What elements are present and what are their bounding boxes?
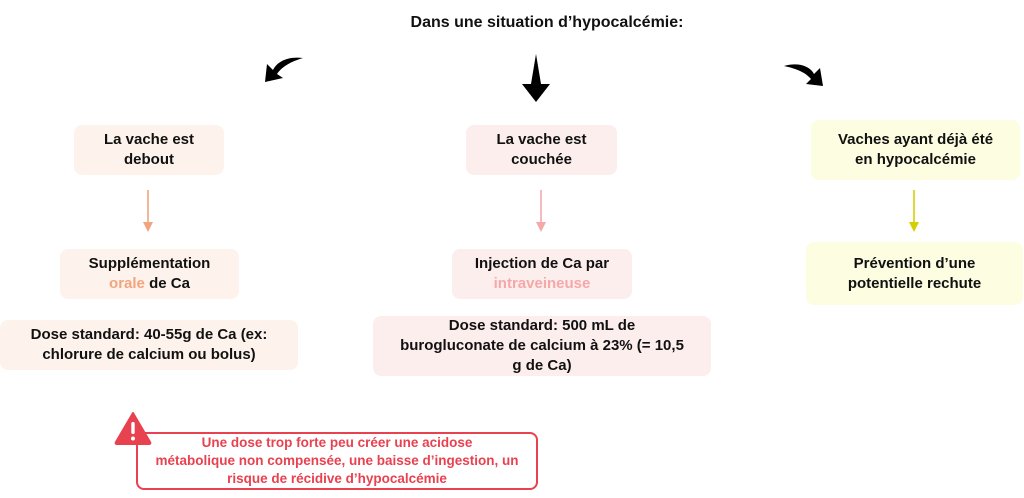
treatment-rest: de Ca [144,275,190,292]
treatment-line: potentielle rechute [847,274,982,292]
warning-triangle-icon [114,412,152,445]
treatment-line: Supplémentation [88,255,211,272]
treatment-line: Prévention d’une [853,254,976,272]
condition-line: en hypocalcémie [855,151,976,168]
arrow-down-pink [536,190,546,232]
condition-line: couchée [511,151,572,168]
dose-line: burogluconate de calcium à 23% (= 10,5 [400,337,684,354]
diagram-title: Dans une situation d’hypocalcémie: [410,14,684,31]
curved-arrow-right-icon [784,64,823,86]
condition-previous-box: Vaches ayant déjà été en hypocalcémie [811,120,1020,180]
condition-line: La vache est [103,131,195,148]
warning-line: Une dose trop forte peu créer une acidos… [201,435,473,450]
treatment-highlight: orale [109,275,145,292]
warning-line: risque de récidive d’hypocalcémie [227,471,447,486]
prevention-box: Prévention d’une potentielle rechute [806,242,1023,305]
warning-line: métabolique non compensée, une baisse d’… [155,453,519,468]
treatment-highlight: intraveineuse [493,275,591,292]
treatment-line: Injection de Ca par [474,255,610,272]
condition-line: debout [124,151,174,168]
arrow-down-orange [143,190,153,232]
condition-standing-box: La vache est debout [74,125,224,175]
dose-iv-box: Dose standard: 500 mL de burogluconate de… [373,316,711,376]
treatment-iv-box: Injection de Ca par intraveineuse [452,249,632,299]
dose-line: Dose standard: 40-55g de Ca (ex: [30,326,268,343]
treatment-oral-box: Supplémentation orale de Ca [60,249,239,299]
dose-line: Dose standard: 500 mL de [448,317,636,334]
curved-arrow-left-icon [265,57,303,82]
condition-lying-box: La vache est couchée [466,125,617,175]
arrow-down-yellow [909,190,919,232]
condition-line: Vaches ayant déjà été [837,131,994,148]
dose-line: chlorure de calcium ou bolus) [42,346,256,363]
dose-line: g de Ca) [512,357,572,374]
down-arrow-icon [522,54,550,102]
warning-box: Une dose trop forte peu créer une acidos… [136,432,538,490]
condition-line: La vache est [496,131,587,148]
dose-oral-box: Dose standard: 40-55g de Ca (ex: chlorure… [0,320,298,370]
